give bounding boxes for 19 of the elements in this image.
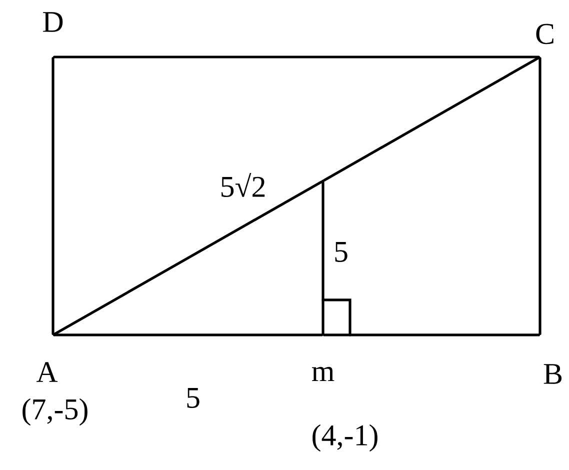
length-label: 5	[335, 242, 348, 262]
vertex-label: C	[536, 24, 554, 44]
line-segment	[322, 180, 324, 335]
coordinate-label: (4,-1)	[312, 424, 378, 452]
line-segment	[53, 334, 323, 336]
vertex-label: B	[544, 364, 562, 384]
vertex-label: m	[312, 366, 334, 382]
line-segment	[53, 56, 540, 58]
vertex-label: A	[36, 362, 58, 382]
line-segment	[52, 57, 54, 335]
length-label: 5	[187, 388, 200, 408]
line-segment	[538, 57, 542, 335]
vertex-label: D	[43, 12, 63, 32]
line-point	[322, 180, 324, 182]
coordinate-label: (7,-5)	[22, 398, 88, 426]
line-segment	[323, 56, 540, 182]
line-segment	[53, 180, 323, 336]
length-label: 5√2	[222, 172, 265, 197]
line-segment	[323, 334, 540, 336]
